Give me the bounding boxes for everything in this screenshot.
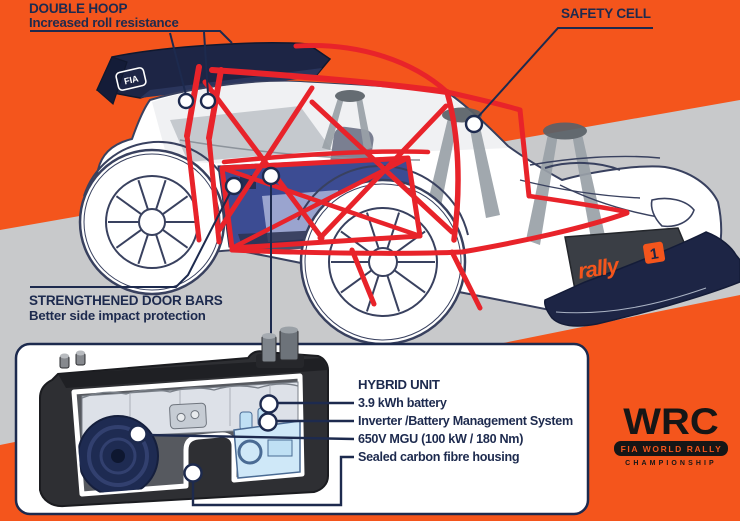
rear-fender-arch	[83, 140, 225, 197]
hybrid-label-inverter: Inverter /Battery Management System	[358, 414, 573, 428]
top-connector	[256, 326, 304, 368]
hybrid-label-battery: 3.9 kWh battery	[358, 396, 447, 410]
fia-badge-text: FIA	[123, 73, 140, 86]
wrc-logo: WRC FIA WORLD RALLY CHAMPIONSHIP	[611, 403, 731, 467]
panel-markers	[128, 394, 279, 483]
door-bars-title: STRENGTHENED DOOR BARS	[29, 293, 223, 308]
panel-leader-lines	[146, 401, 355, 507]
rally1-number: 1	[649, 245, 660, 263]
housing-marker	[183, 463, 203, 483]
housing-bolts	[59, 350, 86, 369]
callout-markers	[177, 92, 484, 196]
double-hoop-underline	[30, 30, 233, 44]
wrc-logo-series: FIA WORLD RALLY	[613, 441, 729, 456]
fia-wing-badge: FIA	[115, 67, 147, 91]
inverter-marker	[258, 412, 278, 432]
door-bars-leader	[30, 190, 232, 288]
rear-wheel	[78, 148, 226, 296]
mgu-motor	[77, 415, 159, 494]
roll-cage	[184, 42, 630, 311]
door-bars-subtitle: Better side impact protection	[29, 308, 206, 323]
safety-cell-callout: SAFETY CELL	[561, 7, 651, 21]
front-splitter	[544, 231, 740, 327]
safety-cell-leader	[476, 27, 653, 119]
callout-leader-lines	[30, 27, 653, 342]
double-hoop-title: DOUBLE HOOP	[29, 1, 128, 16]
hybrid-label-housing: Sealed carbon fibre housing	[358, 450, 520, 464]
hybrid-location-marker	[261, 166, 281, 186]
door-bars-marker	[224, 176, 244, 196]
hybrid-unit-illustration	[39, 326, 355, 508]
hybrid-unit-title: HYBRID UNIT	[358, 377, 440, 392]
mgu-leader	[146, 433, 355, 441]
door-bars-callout: STRENGTHENED DOOR BARS Better side impac…	[29, 292, 223, 323]
safety-cell-marker	[464, 114, 484, 134]
wrc-logo-acronym: WRC	[623, 401, 719, 442]
car-illustration: FIA	[78, 42, 740, 346]
hybrid-label-mgu: 650V MGU (100 kW / 180 Nm)	[358, 432, 524, 446]
double-hoop-leader-2	[203, 31, 209, 95]
junction-plate	[169, 402, 207, 430]
double-hoop-subtitle: Increased roll resistance	[29, 15, 179, 30]
headlight	[650, 197, 695, 228]
battery-marker	[259, 394, 279, 414]
double-hoop-marker-1	[177, 92, 195, 110]
mgu-marker	[128, 424, 148, 444]
double-hoop-leader-1	[169, 32, 187, 96]
housing-leader	[191, 455, 354, 507]
safety-cell-title: SAFETY CELL	[561, 6, 651, 21]
double-hoop-marker-2	[199, 92, 217, 110]
body-detail-lines	[91, 155, 695, 233]
wrc-logo-championship: CHAMPIONSHIP	[625, 460, 717, 467]
double-hoop-callout: DOUBLE HOOP Increased roll resistance	[29, 2, 179, 30]
